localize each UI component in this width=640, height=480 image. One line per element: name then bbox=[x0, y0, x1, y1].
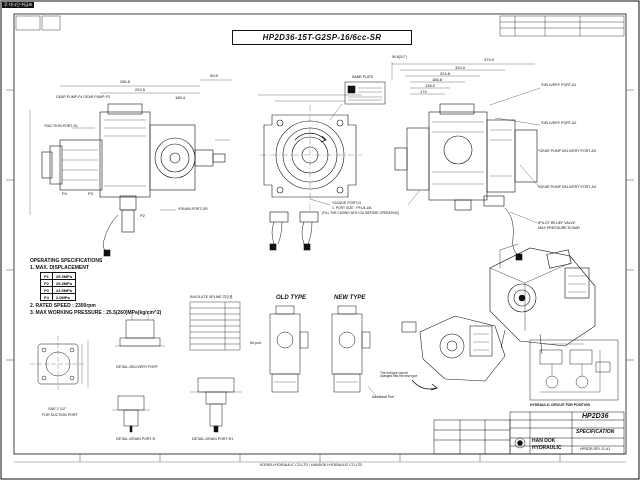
isometric-view bbox=[489, 243, 596, 355]
footer-text: KOREA HYDRAULIC CO.LTD / HANDOK HYDRAULI… bbox=[260, 463, 363, 467]
label-gauge-size: 1. PORT SIZE : PF1/4-15L bbox=[332, 206, 373, 210]
dim-right-7: 174 bbox=[420, 89, 427, 94]
detail-drain-r1-label: DETAIL-DRAIN PORT-R1 bbox=[192, 437, 234, 441]
label-delivery-a2: *DELIVERY PORT-A2 bbox=[541, 121, 577, 125]
detail-delivery-port bbox=[115, 312, 165, 347]
dim-right-1: 50.8(3.0") bbox=[392, 55, 407, 59]
label-gear-pumps: GEAR PUMP-P4 GEAR PUMP-P3 bbox=[56, 95, 110, 99]
title-block bbox=[433, 411, 625, 455]
additional-port-label: Additional Port bbox=[372, 395, 395, 399]
detail-drain-port-r1 bbox=[190, 377, 242, 433]
new-type-view bbox=[331, 305, 377, 397]
spline-table bbox=[189, 301, 241, 351]
no-port-label: No port bbox=[250, 341, 262, 345]
label-gear-delivery-a4: *GEAR PUMP DELIVERY PORT-A4 bbox=[538, 185, 596, 189]
title-block-doc: SPECIFICATION bbox=[576, 429, 615, 435]
label-drain-port: *DRAIN PORT-DR bbox=[178, 207, 208, 211]
old-type-label: OLD TYPE bbox=[276, 295, 307, 301]
old-type-view bbox=[269, 305, 309, 393]
specs-item-3: 3. MAX WORKING PRESSURE : 25.5(260)MPa(k… bbox=[30, 310, 162, 316]
specs-item-2: 2. RATED SPEED : 2300rpm bbox=[30, 303, 96, 309]
title-block-code: HPSDR-SPL-G-A1 bbox=[580, 447, 611, 451]
label-pilot-relief: *PILOT RELIEF VALVE bbox=[538, 221, 576, 225]
dim-right-5: 186.8 bbox=[432, 77, 443, 82]
front-view bbox=[29, 79, 232, 257]
revision-block bbox=[499, 15, 625, 37]
label-fill-oil: (FILL THE CASING WITH OIL BEFORE OPERATI… bbox=[322, 211, 400, 215]
dim-front-2: 224.5 bbox=[135, 87, 146, 92]
title-block-company-2: HYDRAULIC bbox=[532, 445, 562, 451]
title-block-model: HP2D36 bbox=[582, 413, 609, 420]
label-p3: P3 bbox=[88, 191, 93, 196]
dim-right-6: 136.0 bbox=[425, 83, 436, 88]
hydraulic-circuit-label: HYDRAULIC CIRCUIT FOR POSITION bbox=[530, 403, 590, 407]
label-delivery-a1: *DELIVERY PORT-A1 bbox=[541, 83, 577, 87]
sae-label: SAE 2 1/2" bbox=[48, 407, 67, 411]
detail-sae-flange bbox=[30, 336, 89, 392]
specs-heading: OPERATING SPECIFICATIONS bbox=[30, 258, 103, 264]
dim-front-1: 280.5 bbox=[120, 79, 131, 84]
detail-drain-port-r bbox=[112, 395, 150, 433]
drawing-corner-tag: 루·대·3단·취급표 bbox=[2, 2, 35, 8]
spline-table-title: INVOLUTE SPLINE 치수표 bbox=[190, 295, 233, 299]
label-gauge-port: *GAUGE PORT-G bbox=[332, 201, 362, 205]
sae-sub-label: FOR SUCTION PORT bbox=[42, 413, 78, 417]
dim-right-4: 224.8 bbox=[440, 71, 451, 76]
conversion-note: The old type can be changed into the new… bbox=[380, 371, 418, 379]
conversion-arrow bbox=[411, 379, 438, 391]
title-block-company-1: HAN DOK bbox=[532, 438, 556, 444]
side-view bbox=[258, 81, 386, 251]
label-name-plate: NAME PLATE bbox=[352, 75, 374, 79]
right-view bbox=[391, 62, 541, 261]
label-suction-port: *SUCTION PORT-S1 bbox=[44, 124, 78, 128]
operating-specifications: OPERATING SPECIFICATIONS 1. MAX. DISPLAC… bbox=[30, 258, 230, 317]
label-p2: P2 bbox=[140, 213, 145, 218]
hydraulic-circuit bbox=[529, 339, 619, 401]
detail-drain-r-label: DETAIL-DRAIN PORT-R bbox=[116, 437, 156, 441]
label-p4: P4 bbox=[62, 191, 67, 196]
detail-delivery-label: DETAIL-DELIVERY PORT bbox=[116, 365, 159, 369]
new-type-isometric bbox=[401, 315, 506, 382]
dim-front-4: 90.8 bbox=[210, 73, 218, 78]
label-max-pressure: MAX PRESSURE 30 BAR bbox=[538, 226, 580, 230]
label-gear-delivery-a3: *GEAR PUMP DELIVERY PORT-A3 bbox=[538, 149, 596, 153]
dim-right-2: 379.0 bbox=[484, 57, 495, 62]
specs-item-1: 1. MAX. DISPLACEMENT bbox=[30, 265, 89, 271]
drawing-title: HP2D36-15T-G2SP-16/6cc-SR bbox=[232, 30, 412, 45]
new-type-label: NEW TYPE bbox=[334, 295, 366, 301]
dim-front-3: 185.4 bbox=[175, 95, 186, 100]
dim-right-3: 324.0 bbox=[455, 65, 466, 70]
